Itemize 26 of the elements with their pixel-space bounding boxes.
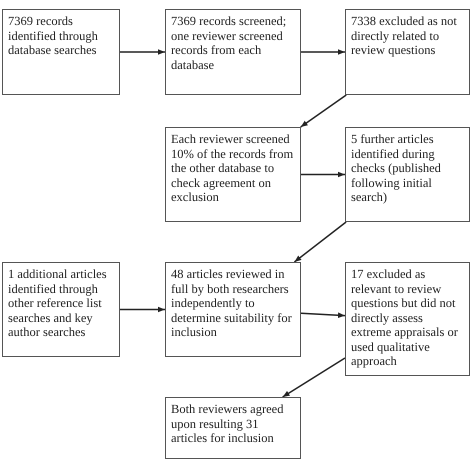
process-box — [165, 262, 301, 357]
process-box — [345, 9, 470, 95]
box-text: Both reviewers agreed upon resulting 31 articles for inclusion — [171, 402, 284, 446]
arrow — [301, 172, 345, 178]
process-box — [2, 9, 120, 95]
process-box — [165, 397, 301, 459]
arrow — [301, 49, 345, 55]
arrow — [282, 357, 346, 398]
process-box — [165, 9, 301, 95]
process-box — [345, 127, 470, 222]
process-box — [165, 127, 301, 222]
process-box — [345, 262, 470, 376]
arrow — [120, 49, 165, 55]
box-text: 48 articles reviewed in full by both researchers independently to determine suitability for inclusion — [171, 267, 293, 340]
arrow — [120, 306, 165, 312]
arrow — [294, 221, 347, 263]
box-text: 7338 excluded as not directly related to review questions — [351, 14, 458, 58]
box-text: 5 further articles identified during checks (published following initial search) — [351, 132, 442, 204]
box-text: Each reviewer screened 10% of the records from the other database to check agreement on exclusion — [171, 132, 294, 204]
box-text: 7369 records identified through database searches — [8, 14, 99, 58]
box-text: 1 additional articles identified through other reference list searches and key author searches — [8, 267, 108, 340]
arrow — [300, 94, 347, 128]
box-text: 17 excluded as relevant to review questions but did not directly assess extreme appraisals or used qualitative approach — [351, 267, 459, 368]
box-text: 7369 records screened; one reviewer screened records from each database — [171, 14, 288, 72]
process-box — [2, 262, 120, 357]
arrow — [300, 312, 346, 318]
